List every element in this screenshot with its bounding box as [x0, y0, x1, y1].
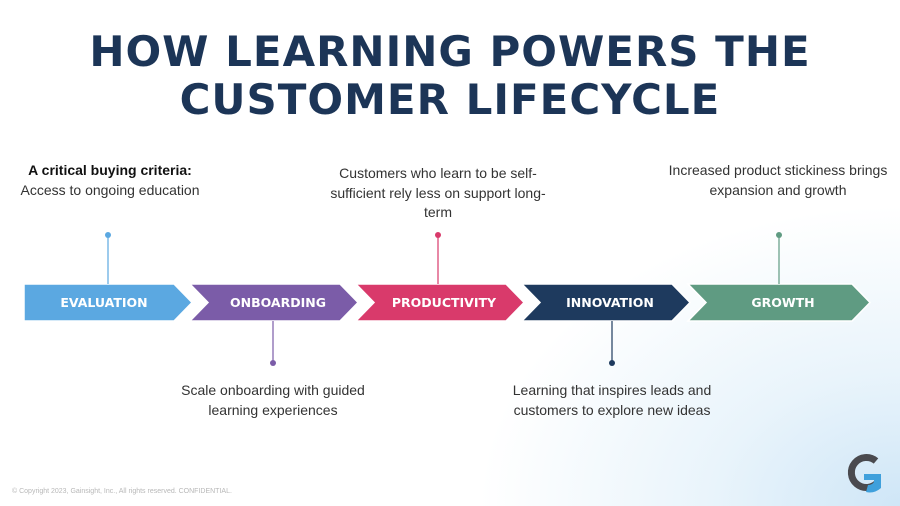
gainsight-logo-icon: [847, 454, 881, 493]
stage-productivity: [354, 283, 526, 322]
stage-growth: [686, 283, 872, 322]
note-text: Access to ongoing education: [20, 181, 200, 198]
note-heading: A critical buying criteria:: [28, 162, 192, 178]
connector-dot: [776, 232, 782, 238]
page-title: HOW LEARNING POWERS THE CUSTOMER LIFECYC…: [0, 28, 900, 124]
stage-label-productivity: PRODUCTIVITY: [392, 295, 497, 310]
copyright: © Copyright 2023, Gainsight, Inc., All r…: [12, 488, 232, 495]
note-innovation: Learning that inspires leads and custome…: [502, 381, 722, 420]
stage-label-onboarding: ONBOARDING: [230, 295, 326, 310]
connector-dot: [435, 232, 441, 238]
note-text: Increased product stickiness brings expa…: [668, 162, 888, 198]
stage-evaluation: [23, 283, 194, 322]
stage-label-evaluation: EVALUATION: [60, 295, 147, 310]
stage-label-innovation: INNOVATION: [566, 295, 654, 310]
connector-dot: [609, 360, 615, 366]
connector-dot: [105, 232, 111, 238]
note-text: Customers who learn to be self-sufficien…: [330, 165, 546, 220]
stage-label-growth: GROWTH: [751, 295, 814, 310]
note-productivity: Customers who learn to be self-sufficien…: [328, 164, 548, 223]
connector-dot: [270, 360, 276, 366]
note-onboarding: Scale onboarding with guided learning ex…: [163, 381, 383, 420]
note-text: Learning that inspires leads and custome…: [512, 382, 712, 418]
title-line-2: CUSTOMER LIFECYCLE: [179, 75, 721, 124]
title-line-1: HOW LEARNING POWERS THE: [89, 27, 811, 76]
stage-onboarding: [188, 283, 360, 322]
note-evaluation: A critical buying criteria: Access to on…: [0, 161, 220, 200]
stage-innovation: [520, 283, 692, 322]
note-text: Scale onboarding with guided learning ex…: [181, 382, 365, 418]
note-growth: Increased product stickiness brings expa…: [668, 161, 888, 200]
